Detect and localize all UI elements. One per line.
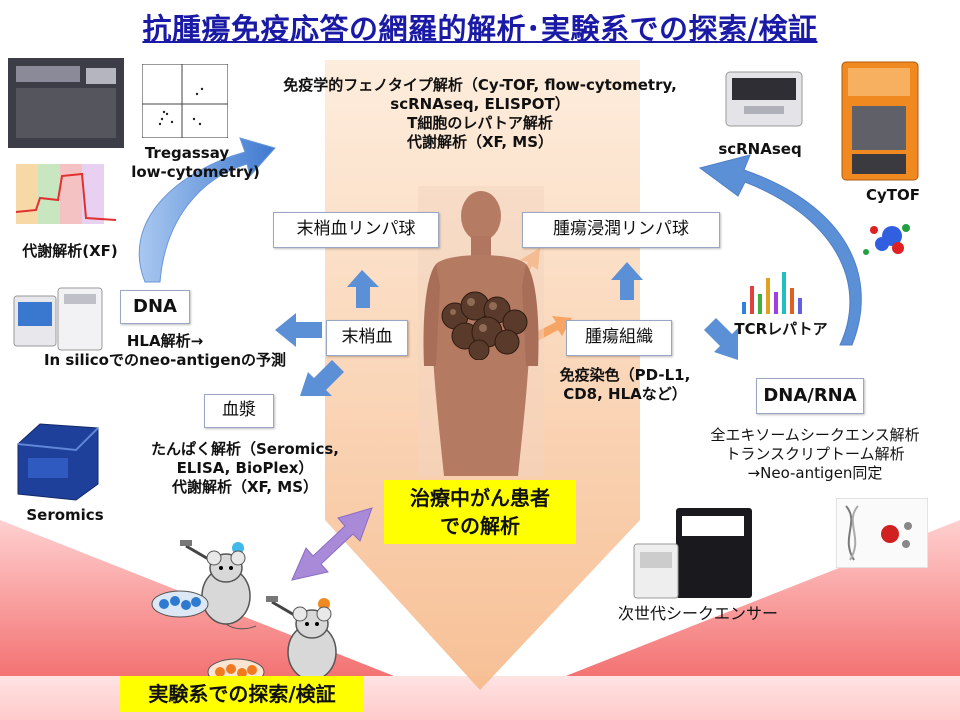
- mitochondrial-respiration-chart-image: [6, 148, 130, 240]
- box-plasma: 血漿: [204, 394, 274, 428]
- cytof-tree-image: [863, 224, 910, 255]
- immunostaining-text: 免疫染色（PD-L1, CD8, HLAなど）: [559, 366, 691, 403]
- protein-analysis-text: たんぱく解析（Seromics, ELISA, BioPlex） 代謝解析（XF…: [151, 440, 339, 496]
- cytof-label: CyTOF: [865, 186, 921, 204]
- experiment-system-box: 実験系での探索/検証: [120, 676, 364, 712]
- phenotype-analysis-text: 免疫学的フェノタイプ解析（Cy-TOF, flow-cytometry, scR…: [283, 76, 677, 151]
- up-arrow-tumor: [611, 262, 643, 300]
- seromics-label: Seromics: [26, 506, 104, 524]
- flow-cytometer-image: [8, 58, 124, 150]
- seromics-device-image: [17, 423, 99, 501]
- exome-analysis-text: 全エキソームシークエンス解析 トランスクリプトーム解析 →Neo-antigen…: [710, 426, 920, 482]
- page-title: 抗腫瘍免疫応答の網羅的解析･実験系での探索/検証: [142, 12, 818, 46]
- treg-assay-label: Tregassay (Flow-cytometry): [114, 144, 260, 181]
- scrnaseq-label: scRNAseq: [718, 140, 802, 158]
- ngs-label: 次世代シークエンサー: [617, 604, 778, 623]
- curved-arrow-left: [138, 137, 276, 283]
- patient-analysis-box: 治療中がん患者 での解析: [384, 480, 576, 544]
- tcr-repertoire-label: TCRレパトア: [734, 320, 828, 338]
- scrnaseq-device-image: [725, 71, 803, 127]
- box-dna-rna: DNA/RNA: [756, 378, 864, 414]
- box-dna: DNA: [120, 290, 190, 324]
- arrow-to-dna: [275, 313, 322, 347]
- double-arrow-purple: [291, 507, 373, 581]
- ngs-device-image: [633, 508, 752, 599]
- curved-arrow-right: [698, 154, 862, 346]
- neoantigen-identification-image: [836, 498, 928, 568]
- cell-dish-icon: [151, 590, 209, 618]
- mouse-icon-2: [266, 596, 343, 686]
- box-tumor-infiltrating-lymphocytes: 腫瘍浸潤リンパ球: [522, 212, 720, 248]
- cytof-device-image: [841, 61, 919, 181]
- box-tumor-tissue: 腫瘍組織: [566, 320, 672, 356]
- box-peripheral-lymphocytes: 末梢血リンパ球: [273, 212, 439, 248]
- arrow-to-dna-rna: [704, 318, 738, 360]
- xf-metabolic-label: 代謝解析(XF): [22, 242, 118, 260]
- arrow-to-plasma: [300, 360, 344, 396]
- tcr-repertoire-chart-image: [732, 262, 820, 318]
- up-arrow-peripheral: [347, 270, 379, 308]
- box-peripheral-blood: 末梢血: [326, 320, 408, 356]
- tumor-mass-icon: [441, 291, 528, 360]
- scatter-plot-image: [142, 64, 228, 138]
- hla-analysis-text: HLA解析→ In silicoでのneo-antigenの予測: [43, 332, 287, 369]
- xf-analyzer-device-image: [13, 287, 103, 351]
